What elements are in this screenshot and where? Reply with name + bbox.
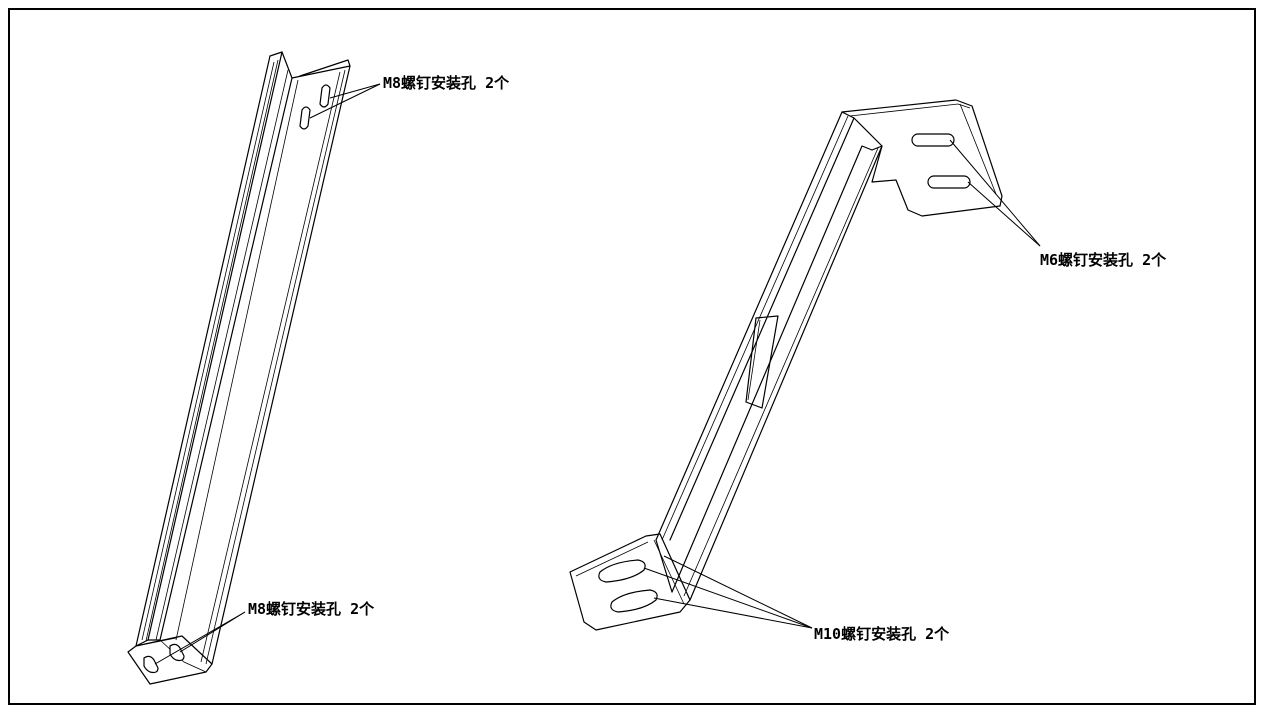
slot-m6-2 [927,175,971,189]
slot-m10-1 [598,559,646,583]
leader-left-top [309,83,381,119]
label-m6: M6螺钉安装孔 2个 [1040,251,1167,269]
label-m8-bottom: M8螺钉安装孔 2个 [248,600,375,618]
leader-right-bottom [643,555,813,629]
slot-m6-1 [911,133,955,147]
leader-right-top [949,139,1041,247]
label-m8-top: M8螺钉安装孔 2个 [383,74,510,92]
right-bracket [569,99,1003,631]
slot-m10-2 [610,589,658,613]
drawing-frame [8,8,1256,705]
leader-left-bottom [154,611,246,665]
label-m10: M10螺钉安装孔 2个 [814,625,950,643]
left-bracket [127,51,351,685]
